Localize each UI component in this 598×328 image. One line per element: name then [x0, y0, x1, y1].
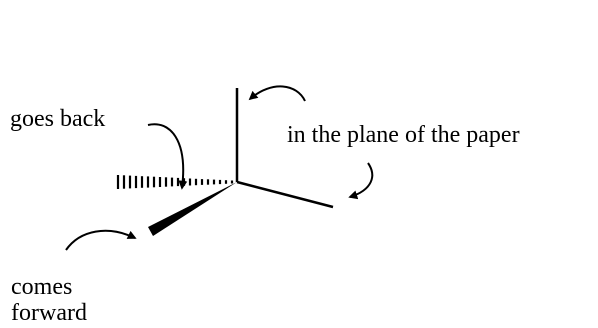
goes-back-arrow	[147, 123, 188, 190]
comes-forward-line-1: comes	[11, 274, 73, 300]
comes-forward-label: comes forward	[11, 274, 87, 326]
in-plane-arrow-down	[348, 162, 374, 200]
goes-back-label: goes back	[10, 106, 106, 132]
hashed-wedge-bond	[116, 175, 234, 189]
plain-bond-right	[236, 180, 334, 209]
comes-forward-line-2: forward	[11, 300, 87, 326]
in-plane-arrow-up	[248, 85, 306, 102]
solid-wedge-bond	[148, 182, 237, 236]
comes-forward-arrow	[65, 229, 137, 251]
in-plane-label: in the plane of the paper	[287, 122, 520, 148]
